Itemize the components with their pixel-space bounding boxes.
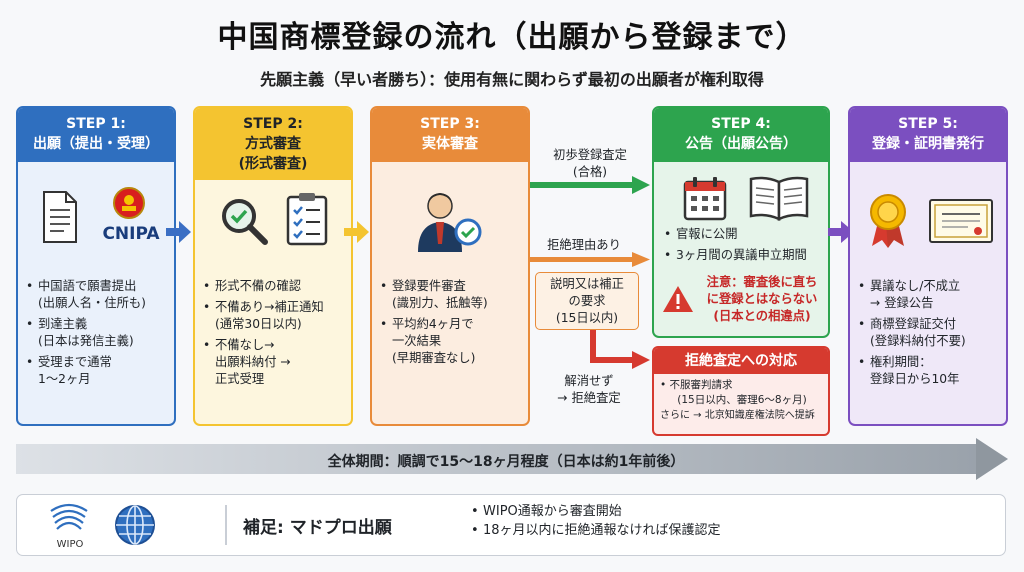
step-5-list: 異議なし/不成立→ 登録公告 商標登録証交付(登録料納付不要) 権利期間：登録日… <box>856 278 1006 392</box>
explain-request-box: 説明又は補正 の要求 (15日以内) <box>535 272 639 330</box>
step-2-card: STEP 2: 方式審査 (形式審査) 形式不備の確認 不備あり→補正通知(通常… <box>193 106 353 426</box>
step-1-name: 出願（提出・受理） <box>33 136 159 152</box>
checklist-icon <box>286 193 328 246</box>
list-item: 18ヶ月以内に拒絶通報なければ保護認定 <box>469 522 969 539</box>
step-2-list: 形式不備の確認 不備あり→補正通知(通常30日以内) 不備なし→出願料納付 →正… <box>201 278 351 392</box>
list-item: 不備なし→出願料納付 →正式受理 <box>201 337 351 388</box>
supplement-title: 補足: マドプロ出願 <box>243 518 392 538</box>
step-4-header: STEP 4: 公告（出願公告） <box>654 108 828 162</box>
list-item: 中国語で願書提出(出願人名・住所も) <box>24 278 174 312</box>
step-3-name: 実体審査 <box>422 136 478 152</box>
list-item: 官報に公開 <box>662 226 828 243</box>
step-2-subname: (形式審査) <box>238 156 308 172</box>
approve-label: 初歩登録査定 (合格) <box>553 148 627 179</box>
list-item: 到達主義(日本は発信主義) <box>24 316 174 350</box>
step-2-icons <box>195 190 351 268</box>
step-5-name: 登録・証明書発行 <box>872 136 984 152</box>
reject-arrow <box>530 257 634 262</box>
list-item: 形式不備の確認 <box>201 278 351 295</box>
open-book-icon <box>749 176 809 221</box>
step-4-card: STEP 4: 公告（出願公告） 官報に公開 3ヶ月間の異議申立期間 <box>652 106 830 338</box>
step-1-icons: CNIPA <box>18 180 174 258</box>
step-2-name: 方式審査 <box>245 136 301 152</box>
step-3-number: STEP 3: <box>420 116 480 132</box>
award-ribbon-icon <box>870 194 906 248</box>
list-item: WIPO通報から審査開始 <box>469 503 969 520</box>
approve-arrow <box>530 182 634 188</box>
step-3-header: STEP 3: 実体審査 <box>372 108 528 162</box>
timeline-arrow <box>16 438 1008 480</box>
refusal-title: 拒絶査定への対応 <box>654 348 828 374</box>
refusal-response-box: 拒絶査定への対応 • 不服審判請求 (15日以内、審理6〜8ヶ月) さらに → … <box>652 346 830 436</box>
arrow-step4-to-step5 <box>828 221 854 243</box>
refusal-item-appeal: • 不服審判請求 <box>660 379 733 391</box>
arrow-step1-to-step2 <box>166 221 191 243</box>
step-5-header: STEP 5: 登録・証明書発行 <box>850 108 1006 162</box>
supplement-list: WIPO通報から審査開始 18ヶ月以内に拒絶通報なければ保護認定 <box>469 503 969 543</box>
list-item: 商標登録証交付(登録料納付不要) <box>856 316 1006 350</box>
step-1-card: STEP 1: 出願（提出・受理） CNIPA 中国語で願書提出(出願人名・住所… <box>16 106 176 426</box>
unresolved-label: 解消せず → 拒絶査定 <box>557 374 621 405</box>
step-3-card: STEP 3: 実体審査 登録要件審査(識別力、抵触等) 平均約4ヶ月で一次結果… <box>370 106 530 426</box>
step-1-header: STEP 1: 出願（提出・受理） <box>18 108 174 162</box>
arrow-step2-to-step3 <box>344 221 369 243</box>
refusal-item-court: さらに → 北京知識産権法院へ提訴 <box>660 410 815 421</box>
cnipa-label: CNIPA <box>102 224 160 244</box>
reject-label: 拒絶理由あり <box>547 238 621 252</box>
list-item: 不備あり→補正通知(通常30日以内) <box>201 299 351 333</box>
list-item: 3ヶ月間の異議申立期間 <box>662 247 828 264</box>
wipo-logo-icon <box>50 503 88 530</box>
step-5-number: STEP 5: <box>898 116 958 132</box>
page-title: 中国商標登録の流れ（出願から登録まで） <box>217 20 807 55</box>
document-icon <box>43 191 77 243</box>
supplement-divider <box>225 505 227 545</box>
list-item: 権利期間：登録日から10年 <box>856 354 1006 388</box>
page-subtitle: 先願主義（早い者勝ち）：使用有無に関わらず最初の出願者が権利取得 <box>260 70 764 89</box>
certificate-icon <box>929 199 993 243</box>
step-4-number: STEP 4: <box>711 116 771 132</box>
wipo-label: WIPO <box>56 539 84 550</box>
warning-text: 注意：審査後に直ち に登録とはならない (日本との相違点) <box>706 275 818 323</box>
warning-icon <box>663 286 693 312</box>
examiner-icon <box>418 193 482 252</box>
step-4-name: 公告（出願公告） <box>685 136 797 152</box>
step-2-header: STEP 2: 方式審査 (形式審査) <box>195 108 351 180</box>
step-5-card: STEP 5: 登録・証明書発行 異議なし/不成立→ 登録公告 商標登録証交付(… <box>848 106 1008 426</box>
supplement-box: WIPO 補足: マドプロ出願 WIPO通報から審査開始 18ヶ月以内に拒絶通報… <box>16 494 1006 556</box>
emblem-icon <box>113 187 145 219</box>
list-item: 異議なし/不成立→ 登録公告 <box>856 278 1006 312</box>
step-1-number: STEP 1: <box>66 116 126 132</box>
step-4-list: 官報に公開 3ヶ月間の異議申立期間 <box>662 226 828 268</box>
refusal-arrow <box>590 325 596 363</box>
calendar-icon <box>683 177 727 221</box>
step-4-icons <box>654 168 828 246</box>
step-2-number: STEP 2: <box>243 116 303 132</box>
timeline-text: 全体期間：順調で15〜18ヶ月程度（日本は約1年前後） <box>327 454 685 470</box>
step-1-list: 中国語で願書提出(出願人名・住所も) 到達主義(日本は発信主義) 受理まで通常1… <box>24 278 174 392</box>
globe-icon <box>115 505 155 545</box>
refusal-item-period: (15日以内、審理6〜8ヶ月) <box>677 394 807 406</box>
branch-arrows <box>530 176 650 369</box>
step-3-icons <box>372 184 528 262</box>
list-item: 登録要件審査(識別力、抵触等) <box>378 278 528 312</box>
step-5-icons <box>850 188 1006 266</box>
magnifier-icon <box>222 199 268 245</box>
